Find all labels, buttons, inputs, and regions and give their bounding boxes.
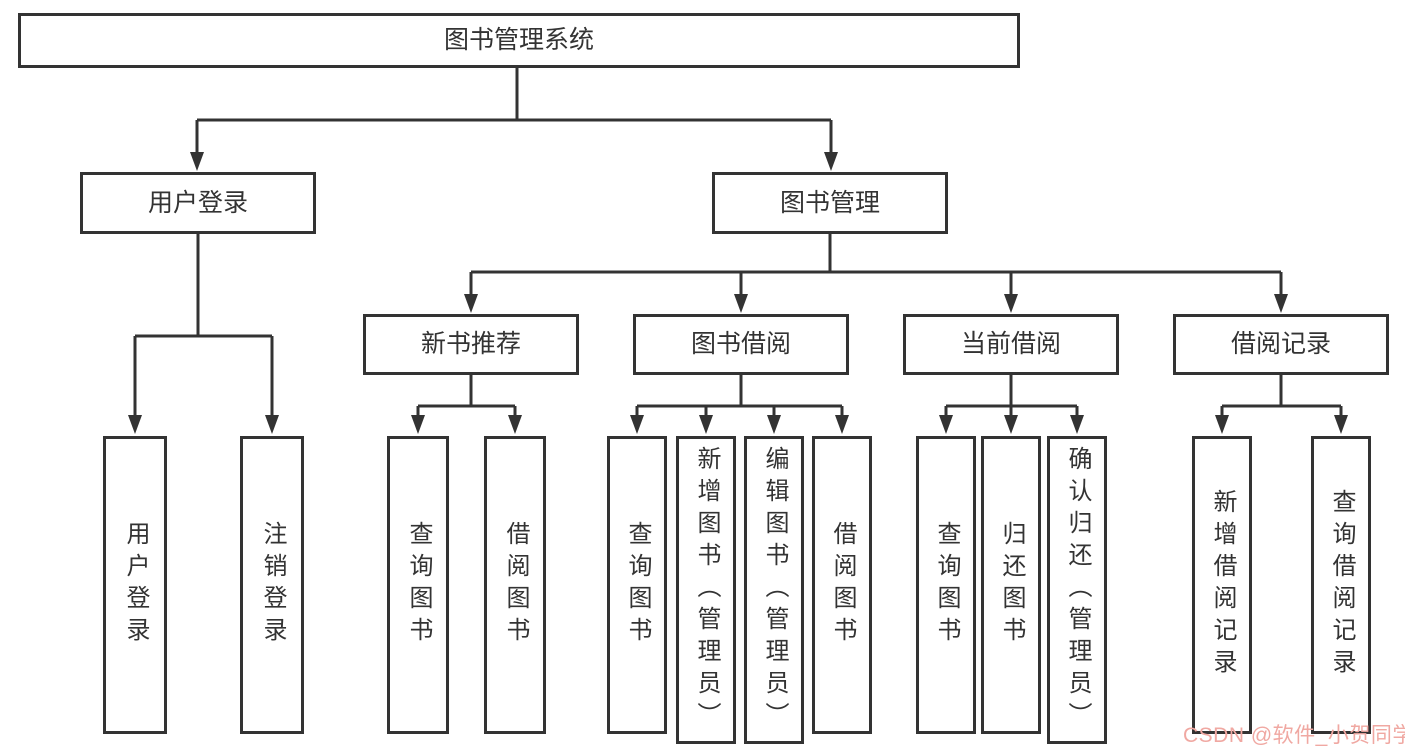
node-borrow-record: 借阅记录 (1173, 314, 1389, 375)
node-borrow-record-label: 借阅记录 (1230, 330, 1331, 358)
leaf-bb-borrow-books: 借阅图书 (812, 436, 872, 734)
node-root-label: 图书管理系统 (443, 26, 594, 54)
leaf-br-add-record-label: 新增借阅记录 (1209, 489, 1236, 681)
leaf-cb-query-books-label: 查询图书 (933, 521, 960, 649)
node-book-management-label: 图书管理 (779, 188, 880, 217)
leaf-cb-query-books: 查询图书 (916, 436, 976, 734)
node-user-login-label: 用户登录 (147, 188, 248, 217)
leaf-bb-borrow-books-label: 借阅图书 (829, 521, 856, 649)
leaf-cb-confirm-return-label: 确认归还（管理员） (1064, 446, 1091, 734)
leaf-login: 用户登录 (103, 436, 167, 734)
node-book-borrow-label: 图书借阅 (690, 330, 791, 358)
leaf-bb-query-books-label: 查询图书 (624, 521, 651, 649)
leaf-bb-query-books: 查询图书 (607, 436, 667, 734)
leaf-bb-edit-books: 编辑图书（管理员） (744, 436, 804, 744)
leaf-br-query-record: 查询借阅记录 (1311, 436, 1371, 734)
node-current-borrow-label: 当前借阅 (960, 330, 1061, 358)
node-book-borrow: 图书借阅 (633, 314, 849, 375)
node-current-borrow: 当前借阅 (903, 314, 1119, 375)
leaf-bb-add-books-label: 新增图书（管理员） (693, 446, 720, 734)
leaf-nbr-query-books-label: 查询图书 (405, 521, 432, 649)
csdn-watermark: CSDN @软件_小贺同学 (1183, 724, 1405, 747)
leaf-br-query-record-label: 查询借阅记录 (1328, 489, 1355, 681)
node-new-book-recommend-label: 新书推荐 (420, 330, 521, 358)
leaf-cb-return-books: 归还图书 (981, 436, 1041, 734)
node-book-management: 图书管理 (712, 172, 948, 234)
leaf-cb-confirm-return: 确认归还（管理员） (1047, 436, 1107, 744)
leaf-bb-edit-books-label: 编辑图书（管理员） (761, 446, 788, 734)
leaf-br-add-record: 新增借阅记录 (1192, 436, 1252, 734)
node-root: 图书管理系统 (18, 13, 1020, 68)
node-user-login: 用户登录 (80, 172, 316, 234)
leaf-nbr-query-books: 查询图书 (387, 436, 449, 734)
leaf-logout-label: 注销登录 (259, 521, 286, 649)
leaf-nbr-borrow-books-label: 借阅图书 (502, 521, 529, 649)
leaf-bb-add-books: 新增图书（管理员） (676, 436, 736, 744)
leaf-logout: 注销登录 (240, 436, 304, 734)
leaf-nbr-borrow-books: 借阅图书 (484, 436, 546, 734)
leaf-cb-return-books-label: 归还图书 (998, 521, 1025, 649)
leaf-login-label: 用户登录 (122, 521, 149, 649)
node-new-book-recommend: 新书推荐 (363, 314, 579, 375)
